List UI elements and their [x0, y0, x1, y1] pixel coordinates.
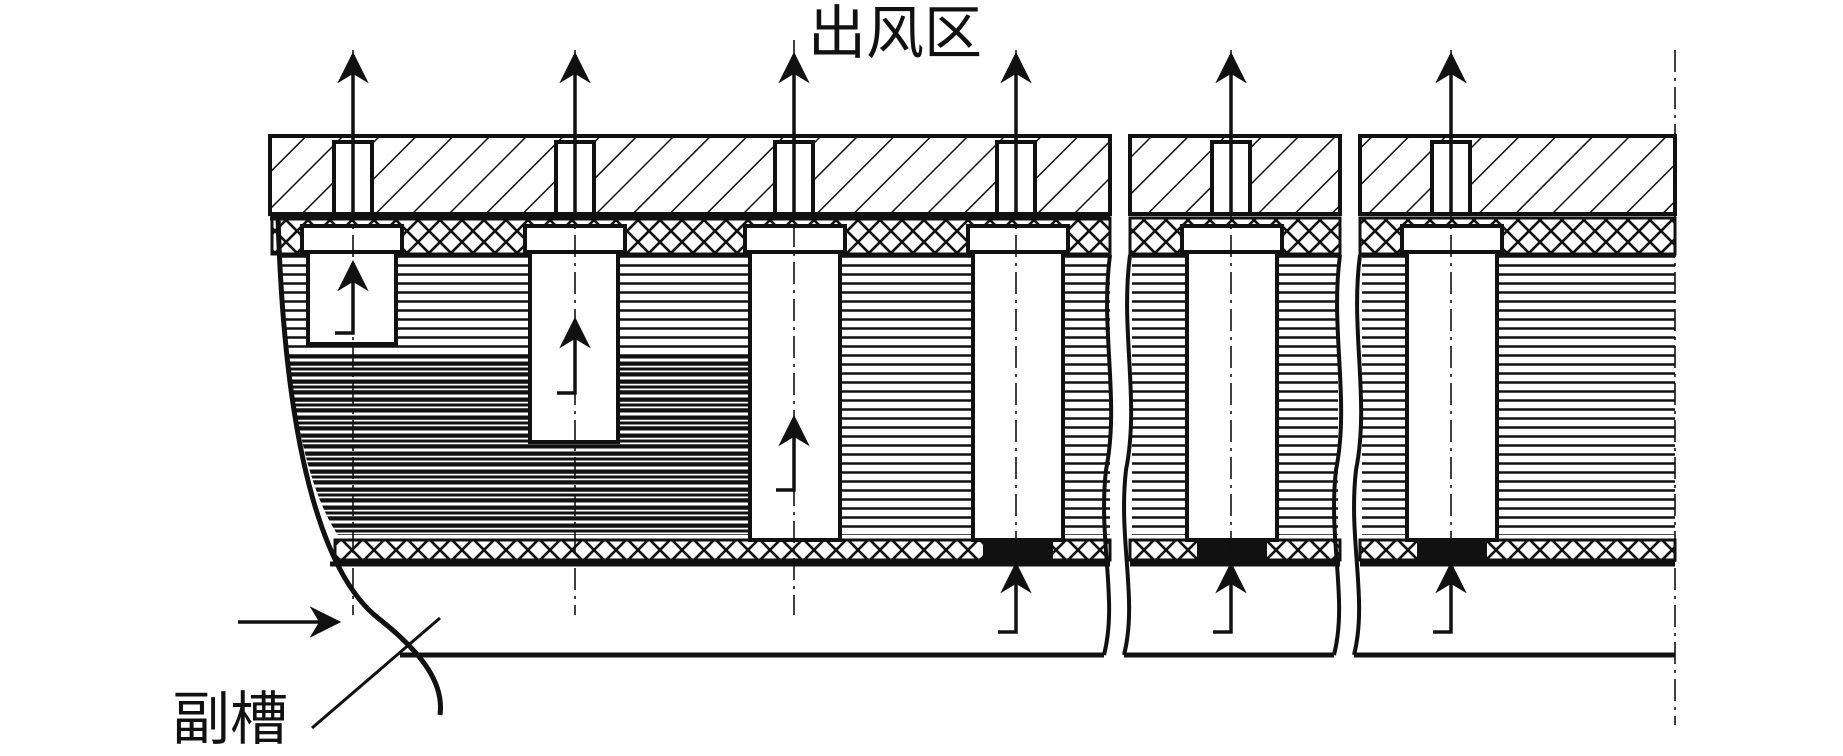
- sub-slot-channel: [275, 215, 1675, 716]
- bent-up-arrow-icon: [998, 561, 1032, 634]
- sub-slot-label: 副槽: [172, 685, 289, 753]
- lower-insulation-band: [1358, 538, 1677, 562]
- break-lines: [1102, 136, 1364, 656]
- outlet-arrows: [337, 51, 1467, 215]
- lower-insulation-band: [333, 538, 1112, 562]
- bent-up-arrow-icon: [335, 259, 369, 335]
- outlet-region-label: 出风区: [808, 0, 983, 67]
- core-laminations-dense: [270, 355, 750, 535]
- wedge-bar: [1358, 134, 1677, 216]
- bent-up-arrow-icon: [557, 316, 591, 395]
- flow-arrows: [335, 259, 1467, 634]
- wedge-bar: [268, 134, 1112, 216]
- ventilation-ducts: [300, 140, 1504, 559]
- sub-slot-leader-line: [311, 616, 441, 730]
- bent-up-arrow-icon: [1213, 561, 1247, 634]
- bent-up-arrow-icon: [1433, 561, 1467, 634]
- bent-up-arrow-icon: [776, 414, 810, 492]
